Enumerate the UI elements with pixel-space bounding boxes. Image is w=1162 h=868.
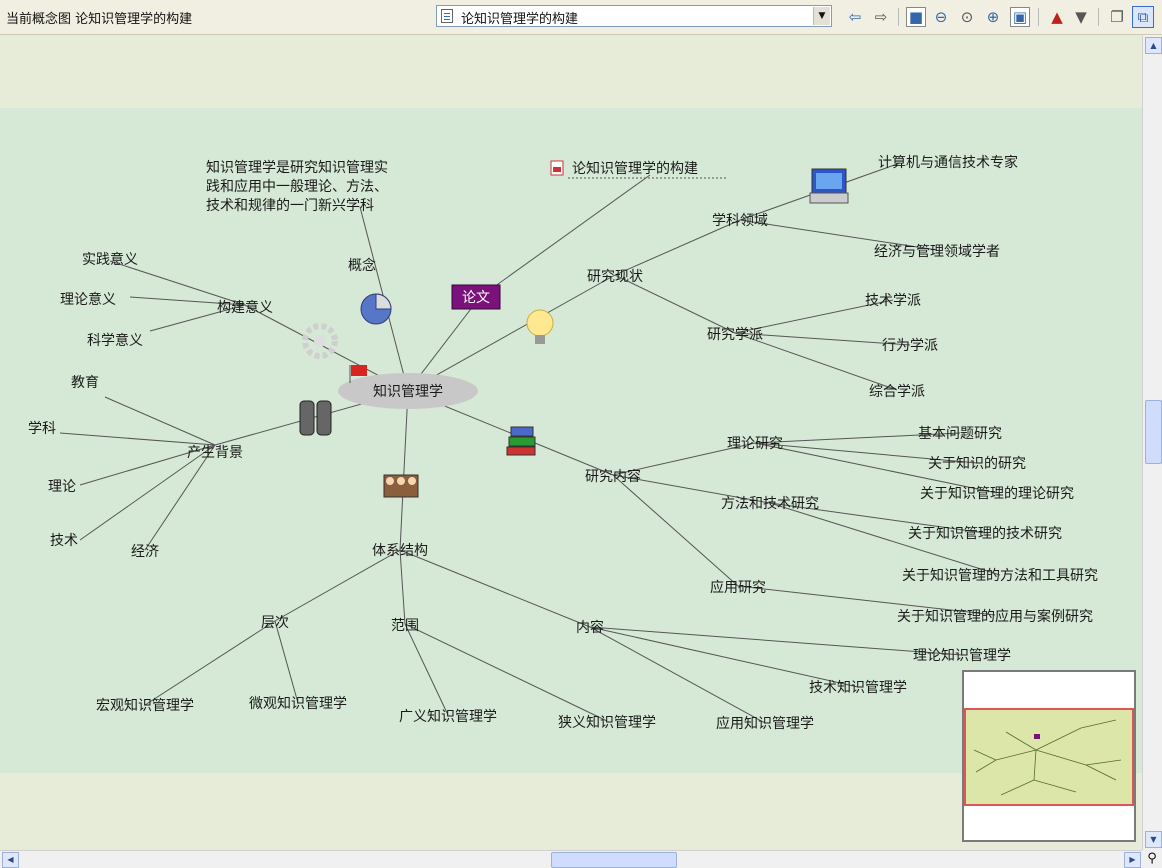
zoom-out-icon[interactable]: ⊖ <box>934 8 948 26</box>
node-km-method-tools[interactable]: 关于知识管理的方法和工具研究 <box>902 567 1098 584</box>
node-schools[interactable]: 研究学派 <box>707 327 763 343</box>
node-economy[interactable]: 经济 <box>131 544 159 560</box>
map-selector[interactable]: 论知识管理学的构建 ▼ <box>436 5 832 27</box>
overview-toggle-icon[interactable]: ⧉ <box>1132 6 1154 28</box>
node-broad-km[interactable]: 广义知识管理学 <box>399 708 497 725</box>
document-icon <box>441 9 453 23</box>
node-field[interactable]: 学科领域 <box>712 213 768 229</box>
concept-map: 知识管理学 论文 <box>28 154 1098 732</box>
zoom-in-icon[interactable]: ⊕ <box>986 8 1000 26</box>
overview-panel[interactable] <box>962 670 1136 842</box>
scroll-down-icon[interactable]: ▼ <box>1145 831 1162 848</box>
node-content[interactable]: 研究内容 <box>585 468 641 485</box>
node-scope[interactable]: 范围 <box>391 617 419 634</box>
document-link-label[interactable]: 论知识管理学的构建 <box>572 160 698 177</box>
node-theoretical-km[interactable]: 理论知识管理学 <box>913 647 1011 664</box>
vertical-scroll-thumb[interactable] <box>1145 400 1162 464</box>
pie-chart-icon <box>360 293 392 325</box>
fit-icon[interactable]: ■ <box>906 7 926 27</box>
node-micro-km[interactable]: 微观知识管理学 <box>249 695 347 712</box>
node-method-research[interactable]: 方法和技术研究 <box>721 496 819 512</box>
zoom-reset-icon[interactable]: ⊙ <box>960 8 974 26</box>
node-km-application-cases[interactable]: 关于知识管理的应用与案例研究 <box>897 608 1093 625</box>
node-narrow-km[interactable]: 狭义知识管理学 <box>558 714 656 731</box>
overview-viewport[interactable] <box>964 708 1134 806</box>
books-icon <box>506 426 536 456</box>
node-tech-school[interactable]: 技术学派 <box>865 293 921 309</box>
scroll-up-icon[interactable]: ▲ <box>1145 37 1162 54</box>
node-scientific[interactable]: 科学意义 <box>87 332 143 349</box>
center-node-label: 知识管理学 <box>373 383 443 400</box>
move-up-icon[interactable]: ▲ <box>1051 8 1063 26</box>
center-node[interactable] <box>338 373 478 409</box>
node-basic-problems[interactable]: 基本问题研究 <box>918 425 1002 442</box>
computer-icon <box>809 168 849 204</box>
horizontal-scrollbar[interactable]: ◀ ▶ <box>0 850 1142 868</box>
vertical-scrollbar[interactable]: ▲ ▼ <box>1142 35 1162 850</box>
node-practical[interactable]: 实践意义 <box>82 251 138 268</box>
overview-thumbnail <box>973 719 1122 796</box>
paper-badge[interactable] <box>451 284 501 310</box>
node-behavior-school[interactable]: 行为学派 <box>882 338 938 354</box>
toolbar: 当前概念图 论知识管理学的构建 论知识管理学的构建 ▼ ⇦ ⇨ ■ ⊖ ⊙ ⊕ … <box>0 0 1162 35</box>
node-theoretical[interactable]: 理论意义 <box>60 291 116 308</box>
flag-icon <box>349 365 367 383</box>
node-education[interactable]: 教育 <box>71 375 99 391</box>
node-theory[interactable]: 理论 <box>48 479 76 495</box>
people-icon <box>383 474 419 498</box>
node-technology[interactable]: 技术 <box>50 533 78 549</box>
node-computer-experts[interactable]: 计算机与通信技术专家 <box>878 154 1018 171</box>
node-macro-km[interactable]: 宏观知识管理学 <box>96 697 194 714</box>
node-level[interactable]: 层次 <box>261 615 289 631</box>
node-background[interactable]: 产生背景 <box>187 445 243 461</box>
dropdown-arrow-icon[interactable]: ▼ <box>813 7 830 25</box>
node-km-tech-research[interactable]: 关于知识管理的技术研究 <box>908 525 1062 542</box>
node-system-structure[interactable]: 体系结构 <box>372 543 428 559</box>
node-applied-research[interactable]: 应用研究 <box>710 579 766 596</box>
map-canvas[interactable]: 知识管理学 论文 <box>0 35 1142 850</box>
gear-icon <box>302 323 338 359</box>
map-selector-value: 论知识管理学的构建 <box>461 12 579 27</box>
current-map-title: 当前概念图 论知识管理学的构建 <box>6 12 193 27</box>
horizontal-scroll-thumb[interactable] <box>551 852 677 868</box>
node-significance[interactable]: 构建意义 <box>217 299 273 316</box>
paper-badge-label: 论文 <box>462 290 490 306</box>
zoom-select-icon[interactable]: ▣ <box>1010 7 1030 27</box>
scroll-left-icon[interactable]: ◀ <box>2 852 19 868</box>
definition-line: 践和应用中一般理论、方法、 <box>206 178 388 195</box>
binoculars-icon <box>299 400 332 436</box>
move-down-icon[interactable]: ▼ <box>1075 8 1087 26</box>
zoom-corner-icon[interactable]: ⚲ <box>1142 850 1162 868</box>
node-technical-km[interactable]: 技术知识管理学 <box>809 679 907 696</box>
node-km-theory-research[interactable]: 关于知识管理的理论研究 <box>920 485 1074 502</box>
forward-icon[interactable]: ⇨ <box>874 8 888 26</box>
node-integrated-school[interactable]: 综合学派 <box>869 384 925 400</box>
lightbulb-icon <box>526 309 554 344</box>
node-discipline[interactable]: 学科 <box>28 421 56 437</box>
document-link-icon[interactable] <box>550 160 564 176</box>
window-icon[interactable]: ❐ <box>1110 8 1124 26</box>
node-knowledge-research[interactable]: 关于知识的研究 <box>928 455 1026 472</box>
node-status[interactable]: 研究现状 <box>587 269 643 285</box>
toolbar-separator <box>1038 8 1039 26</box>
scroll-right-icon[interactable]: ▶ <box>1124 852 1141 868</box>
toolbar-separator <box>898 8 899 26</box>
node-theory-research[interactable]: 理论研究 <box>727 436 783 452</box>
node-economy-scholars[interactable]: 经济与管理领域学者 <box>874 244 1000 260</box>
definition-line: 知识管理学是研究知识管理实 <box>206 159 388 176</box>
back-icon[interactable]: ⇦ <box>848 8 862 26</box>
toolbar-separator <box>1098 8 1099 26</box>
node-concept[interactable]: 概念 <box>348 257 376 274</box>
definition-line: 技术和规律的一门新兴学科 <box>206 198 374 214</box>
node-contents[interactable]: 内容 <box>576 619 604 636</box>
map-background-band <box>0 108 1142 773</box>
node-applied-km[interactable]: 应用知识管理学 <box>716 715 814 732</box>
